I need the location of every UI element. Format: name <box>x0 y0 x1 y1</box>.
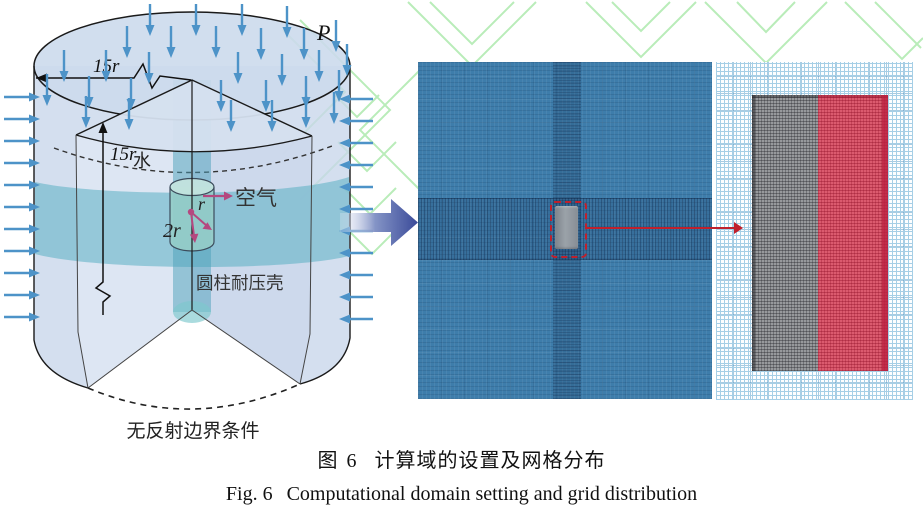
cut-face-outer-edges <box>75 134 313 389</box>
top-notch-rim <box>75 134 313 153</box>
waterline-dashed-arc <box>53 145 333 174</box>
caption-zh-title: 计算域的设置及网格分布 <box>374 450 606 472</box>
caption-zh: 图 6 计算域的设置及网格分布 <box>0 444 923 473</box>
air-label: 空气 <box>235 186 277 210</box>
dimension-depth: 15r <box>94 122 137 315</box>
caption-en: Fig. 6 Computational domain setting and g… <box>0 483 923 506</box>
boundary-label: 无反射边界条件 <box>126 420 259 442</box>
shell-label: 圆柱耐压壳 <box>196 273 284 293</box>
shell-highlight-box <box>550 201 587 258</box>
top-notch-sector <box>76 80 312 152</box>
zoom-refined-grid-red <box>818 95 888 371</box>
r-label: r <box>198 194 206 214</box>
mesh-domain-panel <box>418 62 712 399</box>
caption-zh-number: 图 6 <box>317 450 359 472</box>
shell-in-mesh <box>555 206 578 249</box>
wall-left-edge <box>33 66 89 389</box>
cut-bottom-edges <box>87 309 301 389</box>
zoom-transition-arrow <box>340 199 418 246</box>
pressure-label: P <box>316 20 330 45</box>
water-label: 水 <box>133 151 151 171</box>
domain-schematic: 15r 15r P 水 空气 r 2r 圆柱耐压壳 无反射边界条件 <box>2 2 418 442</box>
zoom-callout-line <box>585 227 735 230</box>
mesh-zoom-panel <box>716 62 913 400</box>
depth-label: 15r <box>110 144 137 165</box>
two-r-label: 2r <box>163 220 181 242</box>
wall-right-edge <box>299 66 351 385</box>
bottom-dashed-arc <box>87 383 301 410</box>
zoom-callout-arrowhead-icon <box>734 222 743 234</box>
caption-en-number: Fig. 6 <box>225 483 273 505</box>
shell-dimension-arrows <box>187 191 233 243</box>
zoom-shell-grid-gray <box>752 95 818 371</box>
caption-en-title: Computational domain setting and grid di… <box>286 483 698 505</box>
